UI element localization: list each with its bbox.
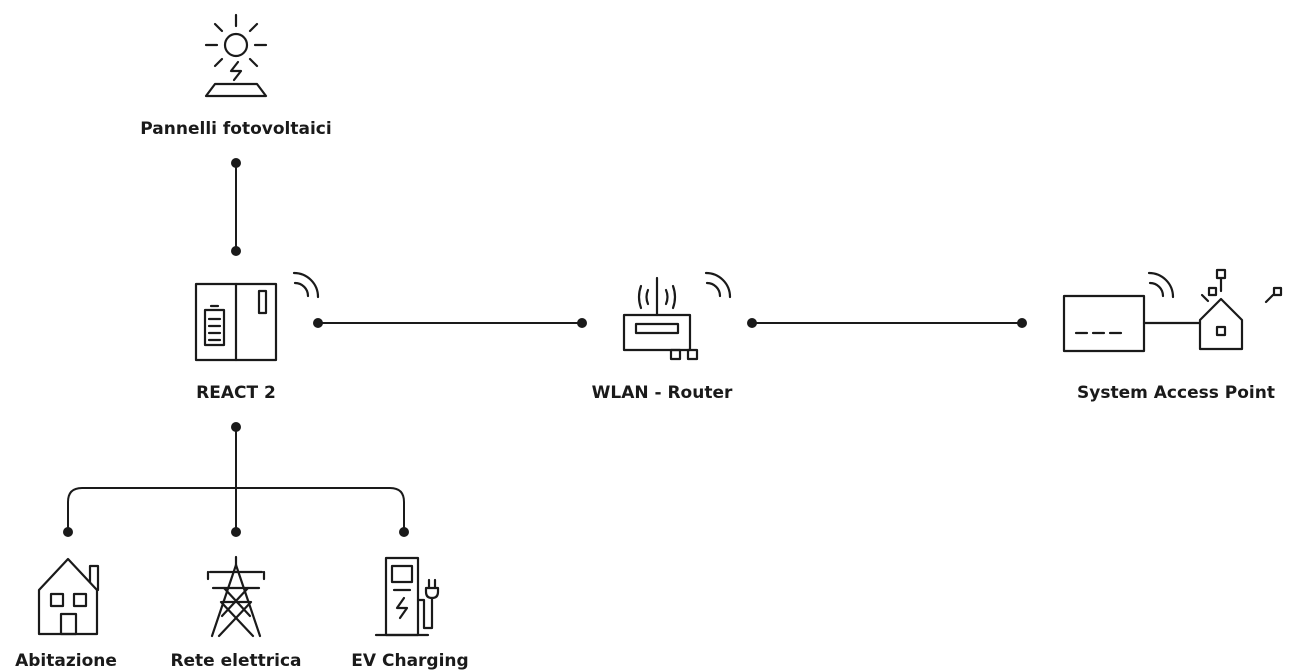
node-label-sap: System Access Point [1077, 383, 1275, 403]
node-label-grid: Rete elettrica [170, 651, 301, 671]
connectors [63, 158, 1027, 537]
connector-dot [313, 318, 323, 328]
wifi-signal-icon [1147, 271, 1175, 299]
ev-charger-icon [374, 556, 440, 637]
node-label-home: Abitazione [15, 651, 117, 671]
node-label-react: REACT 2 [196, 383, 276, 403]
power-pylon-icon [206, 555, 266, 638]
connector-dot [577, 318, 587, 328]
node-label-ev: EV Charging [351, 651, 468, 671]
connector-branch [67, 487, 405, 533]
connector-dot [747, 318, 757, 328]
wifi-signal-icon [292, 271, 320, 299]
access-point-icon [1062, 268, 1283, 353]
connector-dot [231, 527, 241, 537]
house-icon [37, 557, 100, 636]
wifi-router-icon [622, 276, 699, 361]
connector-dot [63, 527, 73, 537]
connector-dot [1017, 318, 1027, 328]
wifi-signal-icon [704, 271, 732, 299]
connector-dot [231, 422, 241, 432]
connector-dot [231, 158, 241, 168]
connector-dot [231, 246, 241, 256]
solar-panel-icon [204, 13, 268, 98]
connector-dot [399, 527, 409, 537]
inverter-battery-icon [194, 282, 278, 362]
node-label-solar: Pannelli fotovoltaici [140, 119, 331, 139]
node-label-router: WLAN - Router [592, 383, 733, 403]
